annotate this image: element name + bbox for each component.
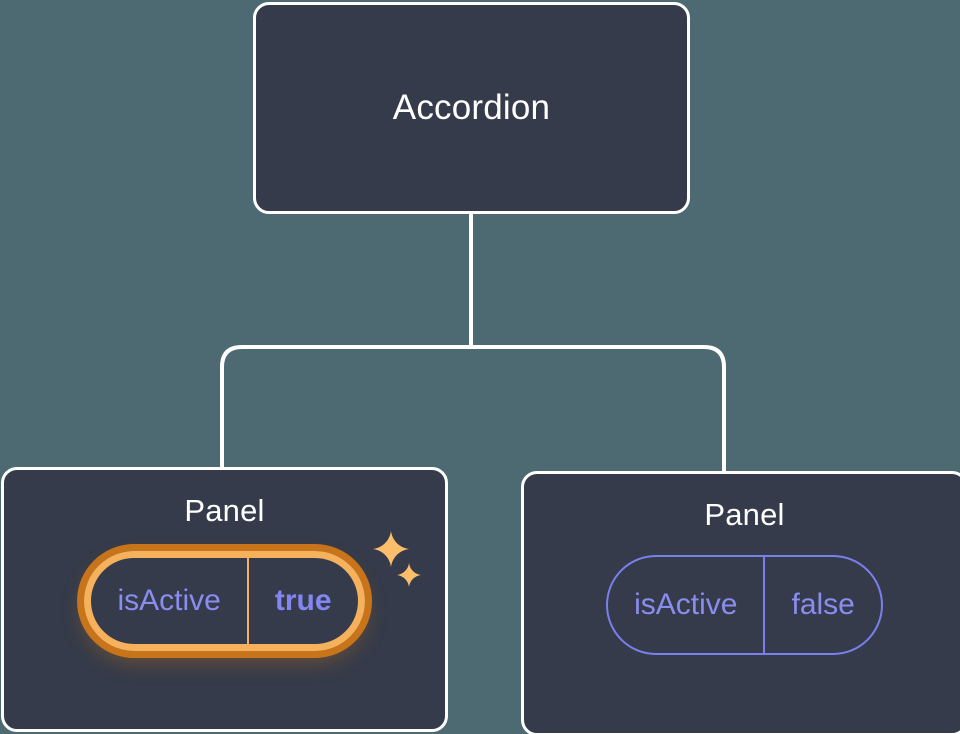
edge-children-bus [220,345,726,471]
sparkle-large-icon [373,531,409,568]
sparkle-group [367,523,427,593]
prop-value: true [246,558,358,645]
node-panel-active-title: Panel [184,493,265,528]
node-panel-inactive-title: Panel [704,497,785,532]
node-accordion[interactable]: Accordion [253,2,690,214]
node-panel-active[interactable]: Panel isActive true [1,467,448,732]
prop-pill-wrapper-active: isActive true [4,531,445,652]
prop-value: false [763,557,880,654]
prop-key: isActive [634,588,738,622]
prop-pill-wrapper-inactive: isActive false [524,555,960,656]
prop-pill-is-active-true[interactable]: isActive true [84,551,365,652]
prop-pill-is-active-false[interactable]: isActive false [606,555,883,656]
prop-key: isActive [117,584,221,618]
node-accordion-title: Accordion [392,88,551,127]
sparkle-small-icon [397,563,421,588]
node-panel-inactive[interactable]: Panel isActive false [521,471,960,734]
